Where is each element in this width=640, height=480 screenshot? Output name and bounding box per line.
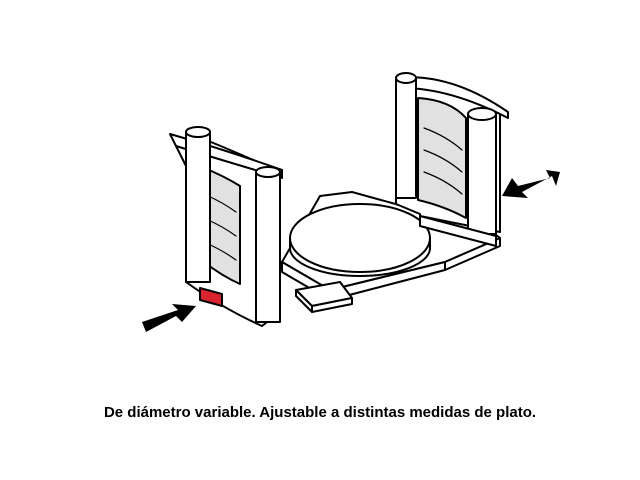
red-lock-tab (199, 287, 223, 307)
round-plate (289, 203, 431, 277)
arrow-right-push-icon (142, 304, 196, 332)
caption-text: De diámetro variable. Ajustable a distin… (103, 404, 537, 421)
arrow-left-push-icon (502, 170, 560, 198)
left-holder (169, 126, 283, 327)
right-holder (395, 72, 509, 247)
product-diagram (142, 72, 560, 332)
